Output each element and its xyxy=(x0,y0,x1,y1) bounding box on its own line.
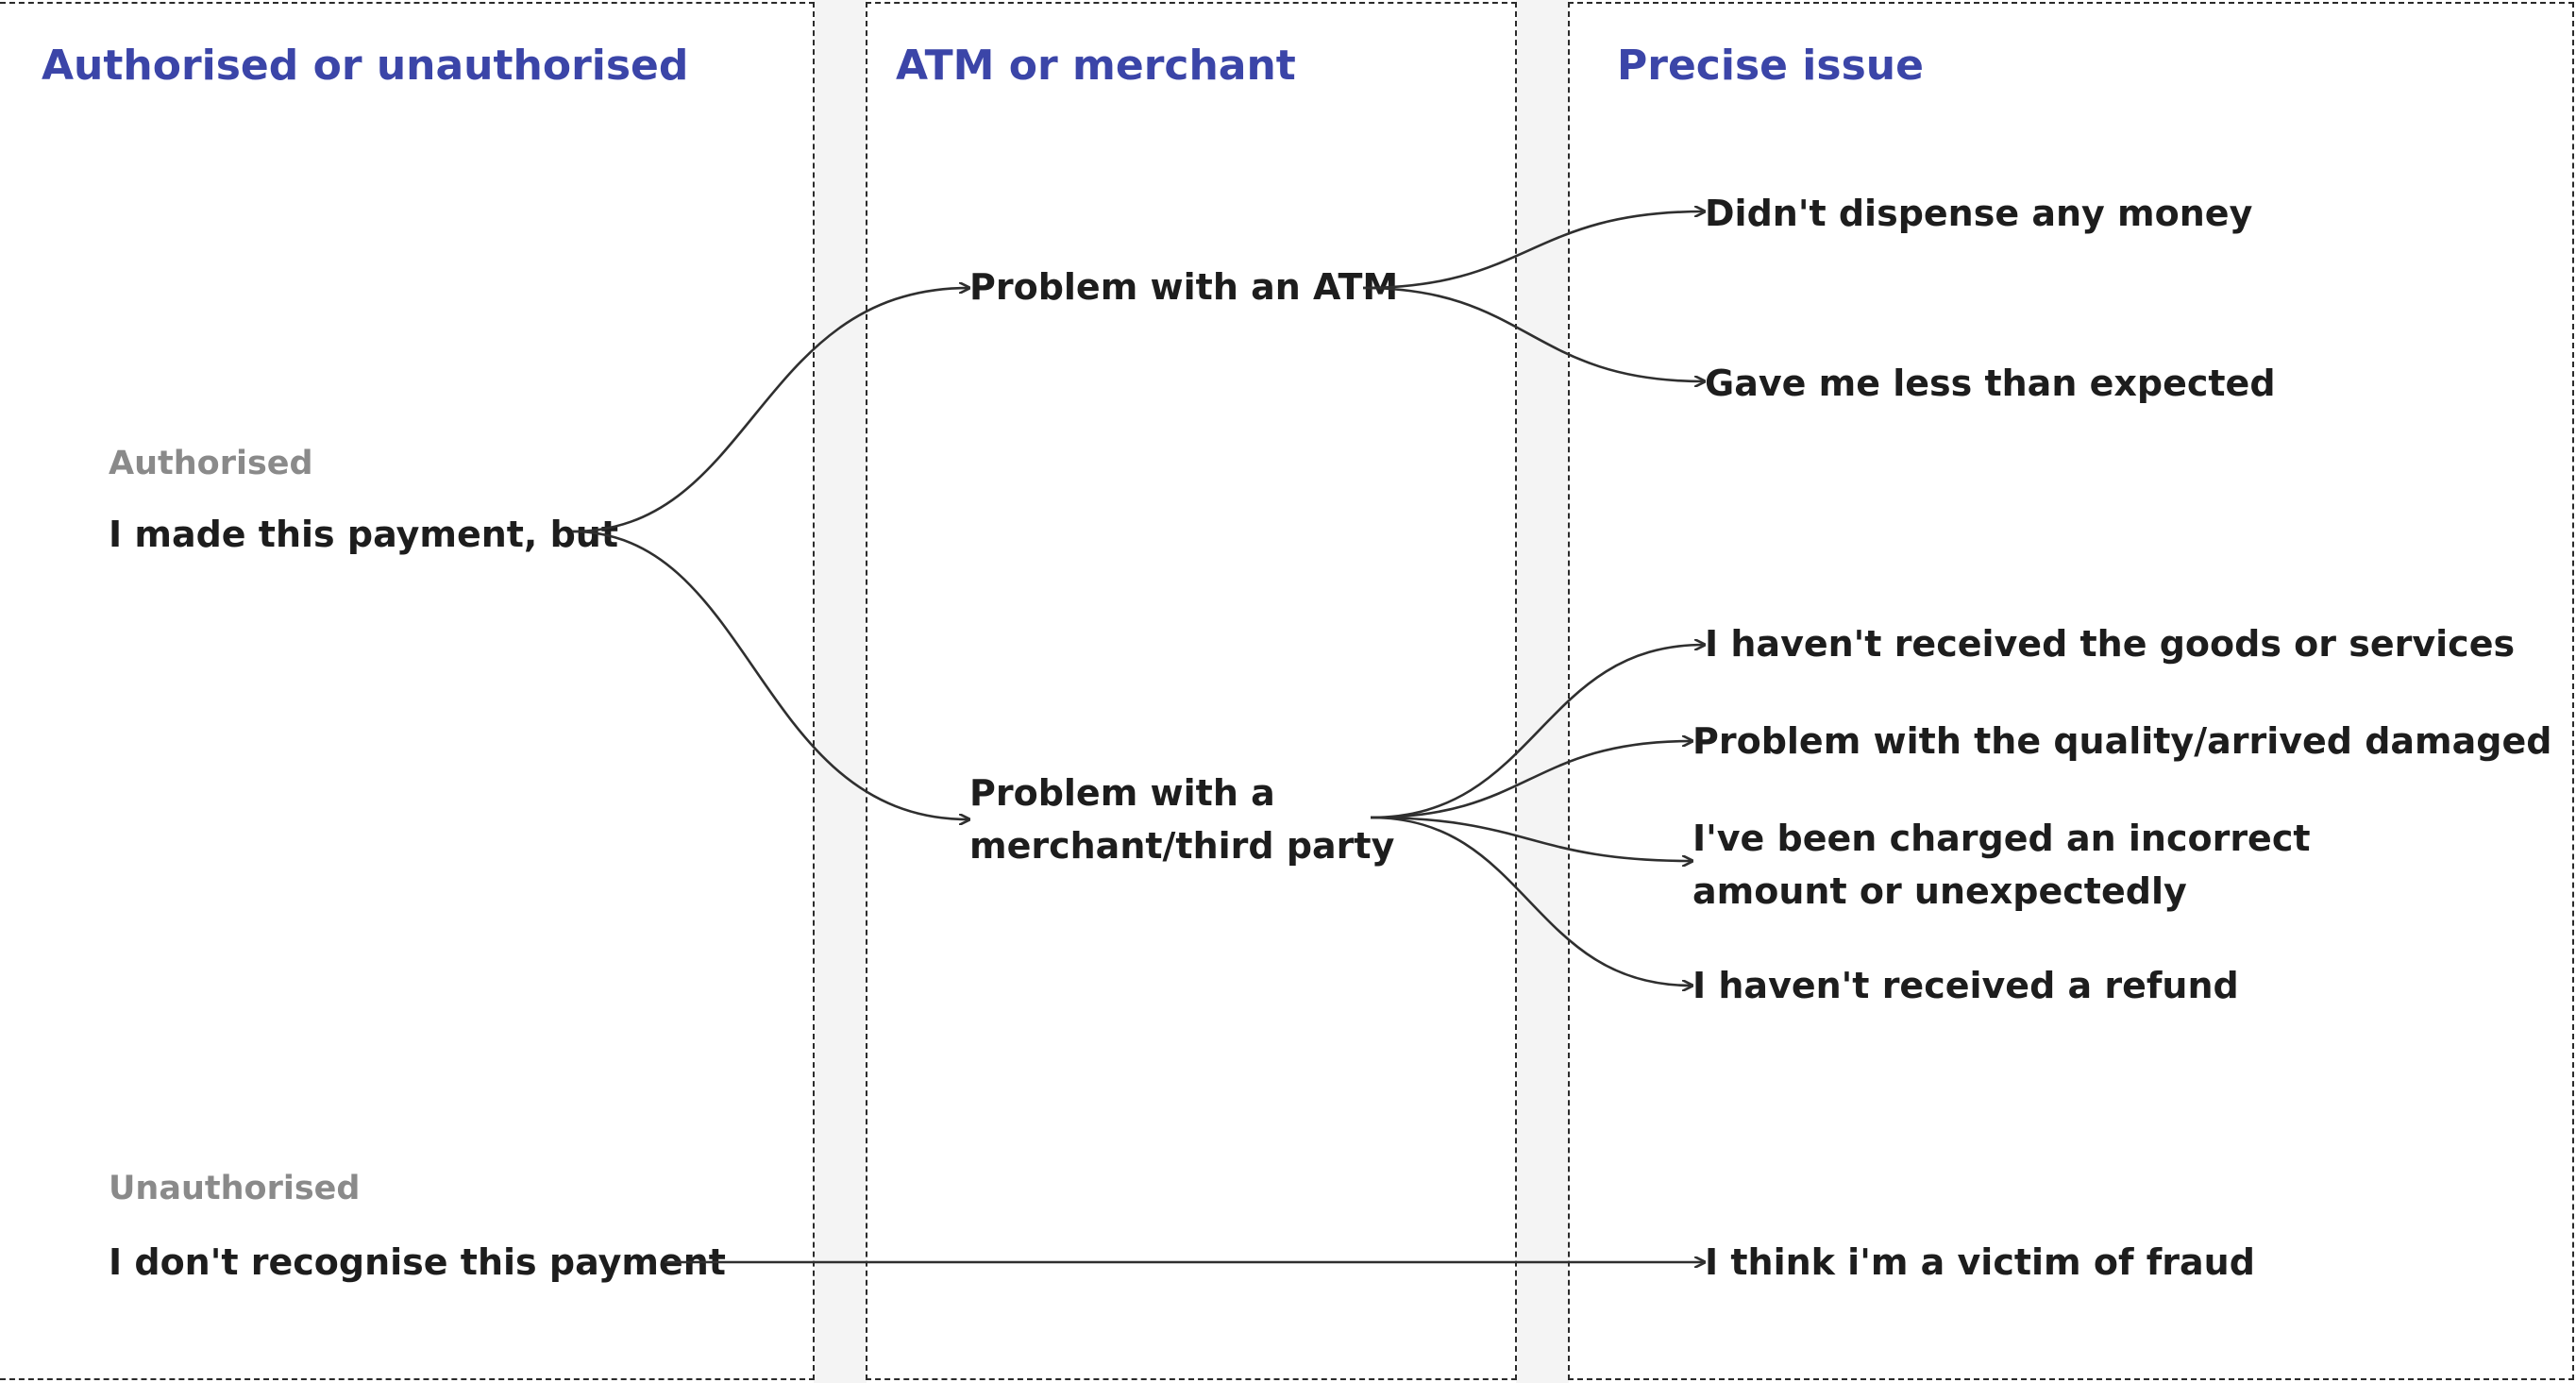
column-title-authorisation: Authorised or unauthorised xyxy=(42,42,689,90)
node-less-money: Gave me less than expected xyxy=(1705,357,2276,410)
node-no-goods-label: I haven't received the goods or services xyxy=(1705,623,2516,665)
node-fraud-label: I think i'm a victim of fraud xyxy=(1705,1241,2255,1283)
gutter-right xyxy=(1516,0,1569,1383)
node-no-refund-label: I haven't received a refund xyxy=(1692,965,2239,1006)
column-atm-merchant: ATM or merchant xyxy=(866,2,1517,1380)
node-fraud: I think i'm a victim of fraud xyxy=(1705,1236,2255,1289)
node-charged: I've been charged an incorrect amount or… xyxy=(1692,812,2311,918)
node-merchant-label-line2: merchant/third party xyxy=(969,825,1395,867)
group-label-unauthorised: Unauthorised xyxy=(109,1170,361,1207)
node-merchant: Problem with a merchant/third party xyxy=(969,767,1394,872)
node-no-goods: I haven't received the goods or services xyxy=(1705,617,2515,670)
node-quality-label: Problem with the quality/arrived damaged xyxy=(1692,720,2552,762)
column-title-atm-merchant: ATM or merchant xyxy=(896,42,1296,90)
node-made-payment-label: I made this payment, but xyxy=(109,514,619,555)
group-label-authorised: Authorised xyxy=(109,445,313,482)
node-dont-recognise: I don't recognise this payment xyxy=(109,1236,726,1289)
node-no-money-label: Didn't dispense any money xyxy=(1705,193,2253,234)
node-no-refund: I haven't received a refund xyxy=(1692,959,2239,1012)
node-merchant-label-line1: Problem with a xyxy=(969,772,1275,814)
node-no-money: Didn't dispense any money xyxy=(1705,187,2252,240)
node-atm-label: Problem with an ATM xyxy=(969,266,1399,308)
node-less-money-label: Gave me less than expected xyxy=(1705,363,2276,404)
gutter-left xyxy=(814,0,867,1383)
node-atm: Problem with an ATM xyxy=(969,261,1398,313)
node-charged-label-line2: amount or unexpectedly xyxy=(1692,870,2187,912)
column-title-precise-issue: Precise issue xyxy=(1617,42,1924,90)
node-dont-recognise-label: I don't recognise this payment xyxy=(109,1241,726,1283)
node-charged-label-line1: I've been charged an incorrect xyxy=(1692,818,2311,859)
node-made-payment: I made this payment, but xyxy=(109,508,618,561)
node-quality: Problem with the quality/arrived damaged xyxy=(1692,715,2551,767)
